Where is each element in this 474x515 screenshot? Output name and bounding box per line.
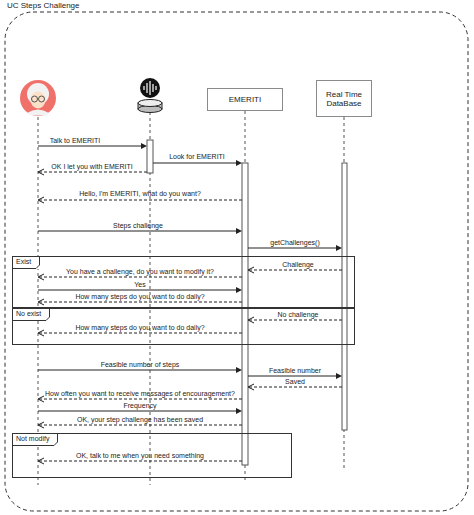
reply-message — [248, 320, 342, 321]
reply-message — [38, 399, 242, 400]
message-label: Talk to EMERITI — [50, 137, 101, 145]
reply-message — [38, 200, 242, 201]
reply-message — [248, 270, 342, 271]
lifeline-name: EMERITI — [229, 95, 261, 104]
open-arrowhead — [248, 317, 254, 323]
message-label: Look for EMERITI — [169, 153, 225, 161]
message-label: No challenge — [278, 311, 319, 319]
call-message — [248, 248, 337, 249]
lifeline-head: Real Time DataBase — [316, 80, 372, 117]
message-label: Saved — [285, 378, 305, 386]
fragment-label: No exist — [16, 310, 41, 317]
fragment-tab-border — [13, 257, 40, 269]
message-label: How many steps do you want to do daily? — [75, 324, 204, 332]
filled-arrowhead — [336, 245, 342, 251]
open-arrowhead — [38, 422, 44, 428]
call-message — [38, 290, 237, 291]
call-message — [38, 231, 237, 232]
fragment-label: Exist — [16, 258, 31, 265]
activation-bar — [342, 163, 347, 430]
open-arrowhead — [38, 299, 44, 305]
fragment-tab: No exist — [13, 309, 50, 321]
outer-frame — [5, 12, 468, 511]
open-arrowhead — [38, 330, 44, 336]
frame-title: UC Steps Challenge — [7, 1, 79, 10]
message-label: You have a challenge, do you want to mod… — [66, 268, 214, 276]
open-arrowhead — [38, 458, 44, 464]
lifeline-name: Real Time DataBase — [317, 90, 371, 108]
activation-bar — [242, 163, 248, 465]
filled-arrowhead — [236, 160, 242, 166]
reply-message — [38, 425, 242, 426]
reply-message — [38, 333, 242, 334]
filled-arrowhead — [141, 143, 147, 149]
open-arrowhead — [38, 274, 44, 280]
fragment-tab: Exist — [13, 257, 40, 269]
filled-arrowhead — [336, 373, 342, 379]
message-label: How often you want to receive messages o… — [45, 390, 235, 398]
smart-speaker-icon — [138, 78, 162, 113]
call-message — [38, 411, 237, 412]
message-label: OK, your step challenge has been saved — [77, 416, 203, 424]
fragment-tab-border — [13, 309, 50, 321]
call-message — [153, 163, 237, 164]
call-message — [38, 370, 237, 371]
message-label: How many steps do you want to do daily? — [75, 293, 204, 301]
filled-arrowhead — [236, 287, 242, 293]
reply-message — [248, 387, 342, 388]
call-message — [248, 376, 337, 377]
message-label: Steps challenge — [113, 222, 163, 230]
message-label: Yes — [134, 281, 145, 289]
message-label: getChallenges() — [270, 239, 319, 247]
open-arrowhead — [38, 396, 44, 402]
activation-bar — [147, 140, 153, 173]
open-arrowhead — [38, 169, 44, 175]
message-label: Feasible number — [269, 367, 321, 375]
message-label: OK, talk to me when you need something — [76, 452, 204, 460]
message-label: Hello, I'm EMERITI, what do you want? — [79, 190, 201, 198]
message-label: Challenge — [282, 261, 314, 269]
filled-arrowhead — [236, 228, 242, 234]
message-label: Feasible number of steps — [101, 361, 180, 369]
fragment-label: Not modify — [16, 435, 49, 442]
fragment-tab: Not modify — [13, 434, 58, 446]
fragment-tab-border — [13, 434, 58, 446]
open-arrowhead — [248, 384, 254, 390]
elderly-user-icon — [20, 80, 56, 116]
open-arrowhead — [38, 197, 44, 203]
lifeline-head: EMERITI — [207, 88, 283, 111]
reply-message — [38, 461, 242, 462]
filled-arrowhead — [236, 367, 242, 373]
reply-message — [38, 277, 242, 278]
message-label: OK I let you with EMERITI — [51, 163, 132, 171]
reply-message — [38, 302, 242, 303]
filled-arrowhead — [236, 408, 242, 414]
reply-message — [38, 172, 147, 173]
open-arrowhead — [248, 267, 254, 273]
call-message — [38, 146, 142, 147]
message-label: Frequency — [123, 402, 156, 410]
